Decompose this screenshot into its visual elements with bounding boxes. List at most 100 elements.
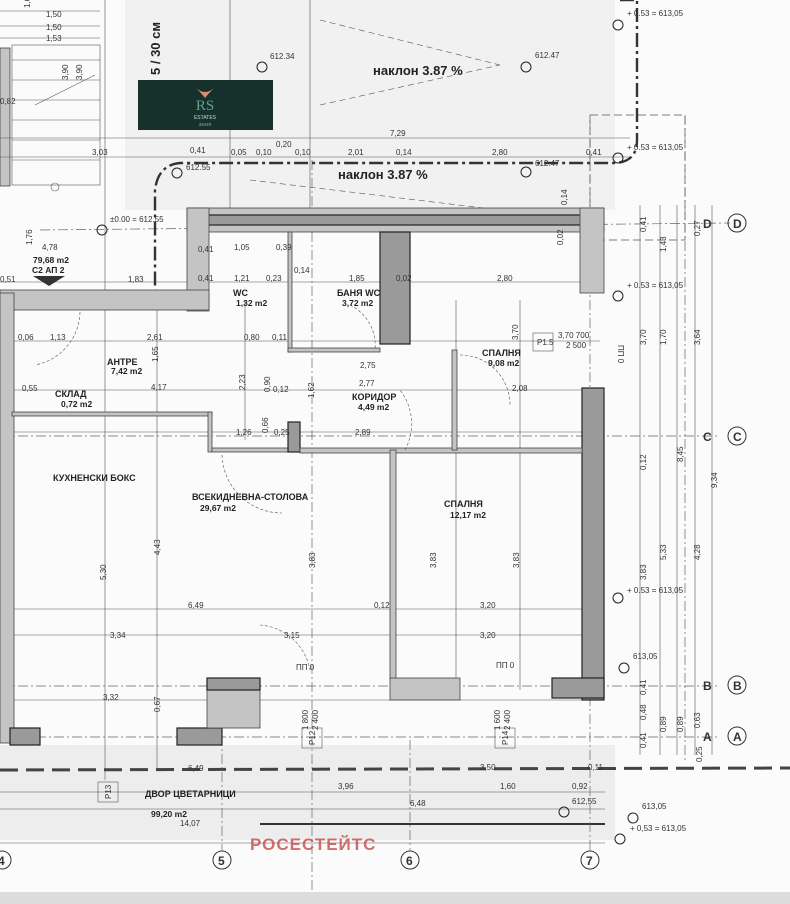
dim: 1,85 xyxy=(349,274,365,283)
window-tag: P1.5 xyxy=(537,338,554,347)
dim: 3,34 xyxy=(110,631,126,640)
dim: 0,10 xyxy=(295,148,311,157)
elevation-label: 613,05 xyxy=(642,802,667,811)
dim: 4,17 xyxy=(151,383,167,392)
dim: 0,41 xyxy=(198,245,214,254)
room-area: 9,08 m2 xyxy=(488,358,519,368)
company-logo: RS ESTATES ЗЕМЯ xyxy=(138,80,273,130)
dim: 1,76 xyxy=(25,229,34,245)
axis-bubble-4: 4 xyxy=(0,854,5,868)
elevation-label: + 0.53 = 613,05 xyxy=(627,586,684,595)
dim: 4,28 xyxy=(693,544,702,560)
dim: 0,27 xyxy=(693,220,702,236)
dim: 0,20 xyxy=(276,140,292,149)
dim: 6,49 xyxy=(188,764,204,773)
axis-label-B: B xyxy=(703,679,712,693)
dim: 3,96 xyxy=(338,782,354,791)
dim: 3,83 xyxy=(429,552,438,568)
dim: 6,48 xyxy=(410,799,426,808)
dim: 2,23 xyxy=(238,374,247,390)
room-area: 99,20 m2 xyxy=(151,809,187,819)
dim: 0,06 xyxy=(18,333,34,342)
window-tag: P14 xyxy=(501,730,510,745)
window-size: 2 400 xyxy=(311,709,320,730)
dim: 1,13 xyxy=(50,333,66,342)
room-name: ДВОР ЦВЕТАРНИЦИ xyxy=(145,789,236,799)
dim: 0,12 xyxy=(273,385,289,394)
room-area: 0,72 m2 xyxy=(61,399,92,409)
window-size: 1 600 xyxy=(493,709,502,730)
dim: 0,41 xyxy=(639,216,648,232)
step-label: 5 / 30 см xyxy=(148,22,163,75)
dim: 0,12 xyxy=(639,454,648,470)
dim: 1,43 xyxy=(659,236,668,252)
dim: 0,11 xyxy=(588,763,604,772)
dim: 0,92 xyxy=(572,782,588,791)
sill-label: ПП 0 xyxy=(296,663,315,672)
walls xyxy=(0,207,605,746)
room-name: ВСЕКИДНЕВНА-СТОЛОВА xyxy=(192,492,309,502)
dim: 1,65 xyxy=(151,346,160,362)
dim: 0,41 xyxy=(639,732,648,748)
dim: 2,80 xyxy=(497,274,513,283)
dim: 3,83 xyxy=(639,564,648,580)
dim: 5,33 xyxy=(659,544,668,560)
dim: 3,83 xyxy=(308,552,317,568)
window-size: 2 400 xyxy=(503,709,512,730)
dim: 0,41 xyxy=(586,148,602,157)
dim: 3,03 xyxy=(92,148,108,157)
dim: 7,29 xyxy=(390,129,406,138)
dim: 0,41 xyxy=(190,146,206,155)
slope-label: наклон 3.87 % xyxy=(373,63,463,78)
room-area: 3,72 m2 xyxy=(342,298,373,308)
elevation-label: 612.47 xyxy=(535,51,560,60)
sill-label: ПП 0 xyxy=(496,661,515,670)
bottom-strip xyxy=(0,892,790,904)
elevation-label: 612.55 xyxy=(186,163,211,172)
dim: 3,20 xyxy=(480,601,496,610)
dim: 0,67 xyxy=(153,696,162,712)
staircase xyxy=(0,44,101,192)
dim: 0,02 xyxy=(556,229,565,245)
unit-area: 79,68 m2 xyxy=(33,255,69,265)
dim: 2,80 xyxy=(492,148,508,157)
elevation-label: 612.47 xyxy=(535,159,560,168)
dim: 0,51 xyxy=(0,275,16,284)
dim: 2,77 xyxy=(359,379,375,388)
dim: 2,89 xyxy=(355,428,371,437)
room-name: БАНЯ WC xyxy=(337,288,381,298)
dim: 1,50 xyxy=(46,23,62,32)
dim: 0,90 xyxy=(263,376,272,392)
slope-label: наклон 3.87 % xyxy=(338,167,428,182)
door-swings xyxy=(34,304,511,671)
room-name: АНТРЕ xyxy=(107,357,138,367)
dim: 0,23 xyxy=(266,274,282,283)
dim: 1,62 xyxy=(307,382,316,398)
room-area: 4,49 m2 xyxy=(358,402,389,412)
dim: 0,14 xyxy=(396,148,412,157)
sill-label: ПП 0 xyxy=(616,345,625,364)
room-area: 7,42 m2 xyxy=(111,366,142,376)
dim: 4,43 xyxy=(153,539,162,555)
dim: 0,02 xyxy=(396,274,412,283)
dim: 0,14 xyxy=(560,189,569,205)
dim: 0,82 xyxy=(0,97,16,106)
dim: 9,34 xyxy=(710,472,719,488)
elevation-label: + 0.53 = 613,05 xyxy=(627,9,684,18)
elevation-label: + 0.53 = 613,05 xyxy=(627,281,684,290)
room-area: 12,17 m2 xyxy=(450,510,486,520)
unit-name: С2 АП 2 xyxy=(32,265,65,275)
dim: 0,41 xyxy=(198,274,214,283)
dim: 2,61 xyxy=(147,333,163,342)
logo-tag: ЗЕМЯ xyxy=(199,122,212,127)
dim: 1,70 xyxy=(659,329,668,345)
dim: 3,50 xyxy=(480,763,496,772)
opening-labels: P1.5 3,70 700 2 500 ПП 0 ПП 0 ПП 0 1 800… xyxy=(97,331,625,803)
dim: 0,89 xyxy=(659,716,668,732)
dim: 0,41 xyxy=(639,679,648,695)
dim: 0,55 xyxy=(22,384,38,393)
dim: 3,64 xyxy=(693,329,702,345)
room-name: СПАЛНЯ xyxy=(482,348,521,358)
room-area: 29,67 m2 xyxy=(200,503,236,513)
room-name: WC xyxy=(233,288,248,298)
